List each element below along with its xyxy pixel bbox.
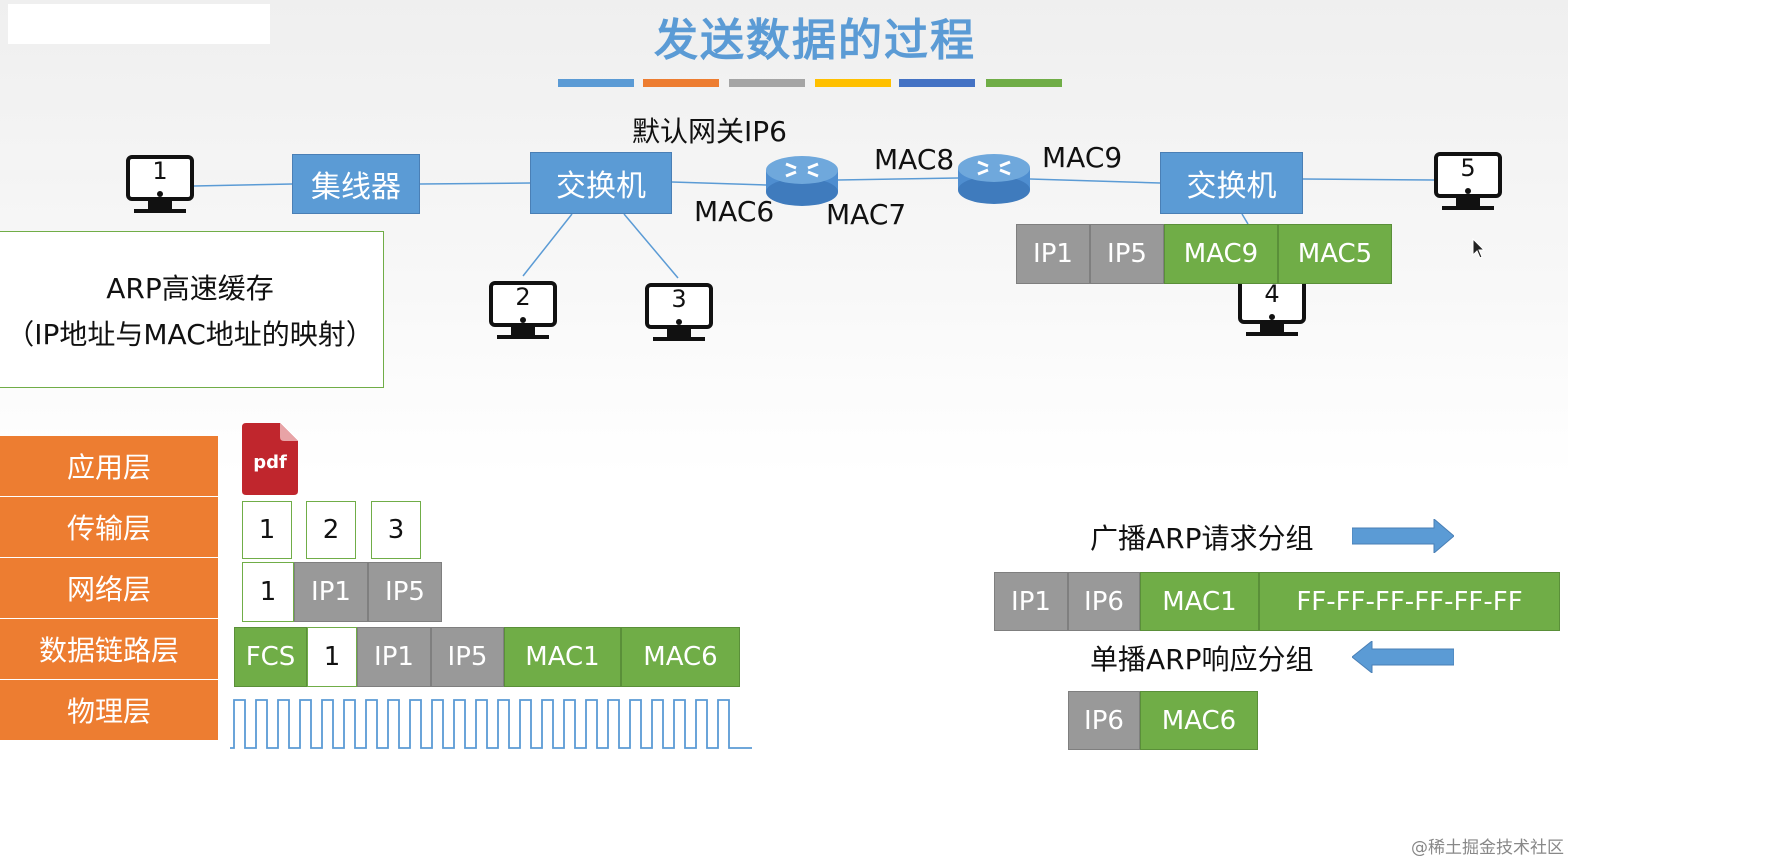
hub[interactable]: 集线器 — [292, 154, 420, 214]
gateway-label: 默认网关IP6 — [632, 115, 787, 148]
layer-application: 应用层 — [0, 436, 218, 497]
title-bar-orange — [643, 79, 719, 87]
mac8-label: MAC8 — [874, 143, 955, 176]
router-icon[interactable] — [764, 150, 840, 210]
monitor-icon[interactable]: 2 — [489, 281, 557, 339]
host-number: 3 — [671, 285, 687, 313]
arp-request-ip1: IP1 — [994, 572, 1068, 631]
arp-request-mac1: MAC1 — [1140, 572, 1259, 631]
network-links — [193, 177, 1435, 279]
page-title: 发送数据的过程 — [654, 15, 976, 66]
arp-reply-mac6: MAC6 — [1140, 691, 1258, 750]
right-frame-ip5: IP5 — [1090, 224, 1164, 284]
network-packet-data: 1 — [242, 562, 294, 622]
title-bar-darkblue — [899, 79, 975, 87]
slide: 发送数据的过程 默认网关IP6 MAC8 MAC9 MAC6 MAC7 集线器 … — [0, 0, 1568, 864]
pdf-file-icon — [242, 423, 298, 495]
host-number: 1 — [152, 157, 168, 185]
monitor-icon[interactable]: 3 — [645, 283, 713, 341]
right-frame-mac9: MAC9 — [1164, 224, 1278, 284]
arrow-right-icon — [1352, 519, 1454, 553]
host-number: 4 — [1264, 280, 1280, 308]
frame-ip1: IP1 — [357, 627, 431, 687]
watermark: @稀土掘金技术社区 — [1411, 838, 1564, 858]
transport-segment-3: 3 — [371, 501, 421, 559]
title-bar-gray — [729, 79, 805, 87]
monitor-icon[interactable]: 4 — [1238, 278, 1306, 336]
host-number: 5 — [1460, 154, 1476, 182]
title-bar-yellow — [815, 79, 891, 87]
title-bar-blue — [558, 79, 634, 87]
pdf-label: pdf — [253, 452, 287, 473]
mac7-label: MAC7 — [826, 198, 907, 231]
blank-box — [8, 4, 270, 44]
network-packet-ip5: IP5 — [368, 562, 442, 622]
switch-right[interactable]: 交换机 — [1160, 152, 1303, 214]
arp-cache-title: ARP高速缓存 — [106, 271, 274, 305]
arp-cache-box: ARP高速缓存 （IP地址与MAC地址的映射） — [0, 231, 384, 388]
mouse-cursor-icon — [1472, 238, 1486, 259]
mac6-label: MAC6 — [694, 195, 775, 228]
network-packet-ip1: IP1 — [294, 562, 368, 622]
frame-ip5: IP5 — [431, 627, 504, 687]
frame-mac6: MAC6 — [621, 627, 740, 687]
layer-physical: 物理层 — [0, 680, 218, 741]
layer-datalink: 数据链路层 — [0, 619, 218, 680]
frame-fcs: FCS — [234, 627, 307, 687]
mac9-label: MAC9 — [1042, 141, 1123, 174]
transport-segment-1: 1 — [242, 501, 292, 559]
physical-signal-wave — [230, 699, 752, 749]
monitor-icon[interactable]: 1 — [126, 155, 194, 213]
router-icon[interactable] — [956, 148, 1032, 208]
layer-transport: 传输层 — [0, 497, 218, 558]
arp-reply-ip6: IP6 — [1068, 691, 1140, 750]
arp-cache-subtitle: （IP地址与MAC地址的映射） — [6, 317, 374, 351]
arp-request-ip6: IP6 — [1068, 572, 1140, 631]
right-frame-mac5: MAC5 — [1278, 224, 1392, 284]
frame-mac1: MAC1 — [504, 627, 621, 687]
arp-reply-label: 单播ARP响应分组 — [1090, 643, 1314, 676]
frame-data: 1 — [307, 627, 357, 687]
monitor-icon[interactable]: 5 — [1434, 152, 1502, 210]
host-number: 2 — [515, 283, 531, 311]
transport-segment-2: 2 — [306, 501, 356, 559]
arrow-left-icon — [1352, 641, 1454, 673]
switch-left[interactable]: 交换机 — [530, 152, 672, 214]
arp-request-broadcast-mac: FF-FF-FF-FF-FF-FF — [1259, 572, 1560, 631]
layer-network: 网络层 — [0, 558, 218, 619]
arp-request-label: 广播ARP请求分组 — [1090, 522, 1314, 555]
right-frame-ip1: IP1 — [1016, 224, 1090, 284]
title-bar-green — [986, 79, 1062, 87]
